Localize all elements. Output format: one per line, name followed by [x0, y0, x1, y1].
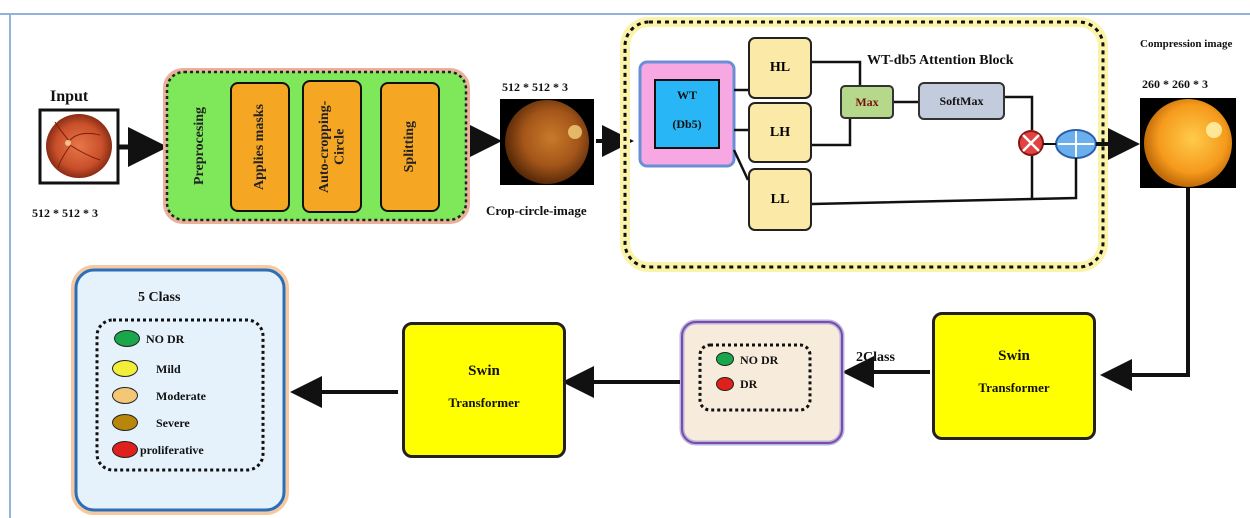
fiveclass-title: 5 Class [138, 290, 181, 305]
fiveclass-moderate-dot [112, 387, 138, 404]
compression-fundus-image [1144, 99, 1232, 187]
arrow-compression-swin [1100, 188, 1190, 391]
wt-label: WT [676, 88, 697, 102]
fiveclass-severe-dot [112, 414, 138, 431]
band-lh: LH [748, 102, 812, 163]
swin-left-line2: Transformer [448, 395, 520, 410]
line-hl-max [812, 60, 862, 85]
twoclass-dr-dot [716, 377, 734, 391]
step-applies-masks: Applies masks [230, 82, 290, 212]
twoclass-nodr-label: NO DR [740, 353, 779, 367]
twoclass-label: 2Class [856, 350, 895, 365]
line-softmax-multiply [1005, 95, 1034, 130]
fiveclass-mild-dot [112, 360, 138, 377]
swin-right-line2: Transformer [978, 380, 1050, 395]
fiveclass-proliferative-label: proliferative [140, 443, 204, 457]
band-hl: HL [748, 37, 812, 99]
crop-fundus-image [505, 100, 589, 184]
fiveclass-mild-label: Mild [156, 362, 181, 376]
compression-size-label: 260 * 260 * 3 [1142, 77, 1208, 91]
fiveclass-nodr-dot [114, 330, 140, 347]
fiveclass-nodr-label: NO DR [146, 332, 185, 346]
compression-label: Compression image [1140, 38, 1233, 50]
twoclass-dr-label: DR [740, 377, 758, 391]
band-ll: LL [748, 168, 812, 231]
fiveclass-severe-label: Severe [156, 416, 190, 430]
max-box: Max [840, 85, 894, 119]
wt-inner-box [654, 79, 720, 149]
crop-image-label: Crop-circle-image [486, 203, 587, 218]
input-size-label: 512 * 512 * 3 [32, 206, 98, 220]
attention-block-title: WT-db5 Attention Block [867, 53, 1014, 68]
input-title: Input [50, 88, 89, 105]
swin-left-line1: Swin [468, 363, 500, 379]
softmax-box: SoftMax [918, 82, 1005, 120]
attention-block-frame [623, 20, 1105, 269]
swin-right-line1: Swin [998, 348, 1030, 364]
crop-size-label: 512 * 512 * 3 [502, 80, 568, 94]
line-ll-add [811, 158, 1078, 206]
fiveclass-moderate-label: Moderate [156, 389, 206, 403]
input-fundus-image [46, 114, 112, 178]
twoclass-legend-frame [698, 343, 812, 412]
twoclass-box-outer [679, 319, 845, 446]
step-auto-cropping: Auto-cropping-Circle [302, 80, 362, 213]
preprocess-label: Preprocesing [192, 106, 208, 186]
fiveclass-proliferative-dot [112, 441, 138, 458]
step-splitting: Splitting [380, 82, 440, 212]
swin-transformer-left: Swin Transformer [402, 322, 566, 458]
swin-transformer-right: Swin Transformer [932, 312, 1096, 440]
twoclass-nodr-dot [716, 352, 734, 366]
fiveclass-legend-frame [95, 318, 265, 472]
wt-db5-label: (Db5) [672, 117, 702, 131]
line-lh-max [812, 118, 852, 147]
